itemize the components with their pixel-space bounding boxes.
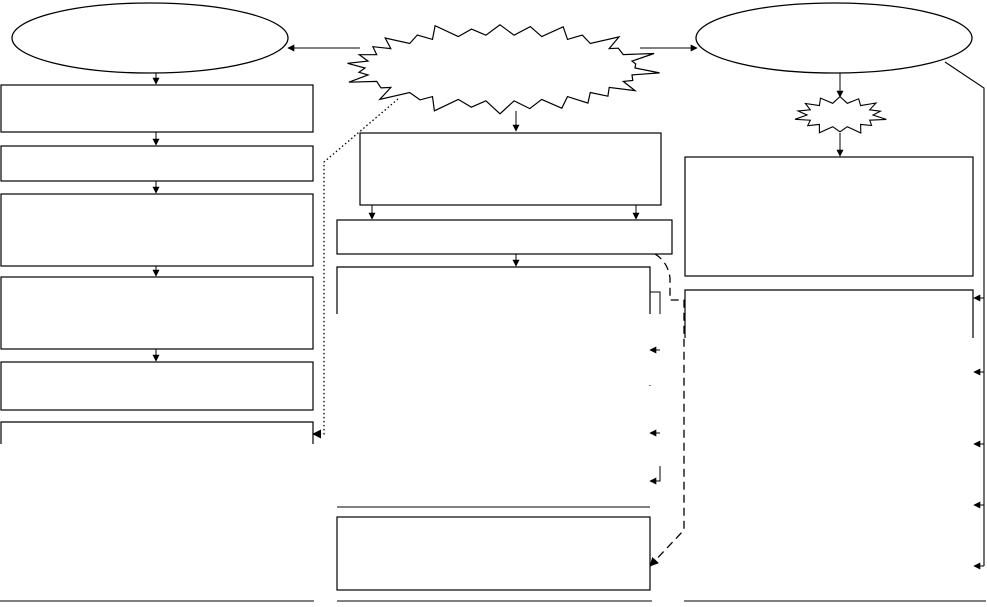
dotted-connector: [312, 98, 399, 439]
center-open-panel: [336, 266, 651, 314]
left-box-5: [0, 361, 314, 411]
feedback-bracket: [650, 291, 661, 314]
feedback-arrow: [649, 466, 661, 485]
left-oval: [11, 2, 289, 74]
center-starburst: [347, 24, 660, 115]
right-small-starburst: [794, 95, 887, 134]
right-open-panel: [684, 289, 974, 338]
left-box-1: [0, 84, 314, 133]
right-return-line: [944, 61, 985, 566]
center-box-1: [359, 132, 662, 206]
dashed-connector: [649, 253, 685, 567]
right-box-1: [684, 156, 974, 277]
center-box-2: [336, 219, 673, 255]
center-bottom-box: [336, 516, 651, 591]
left-box-3: [0, 193, 314, 267]
left-box-4: [0, 276, 314, 350]
left-open-panel: [0, 421, 314, 444]
right-oval: [695, 2, 973, 74]
left-box-2: [0, 145, 314, 182]
